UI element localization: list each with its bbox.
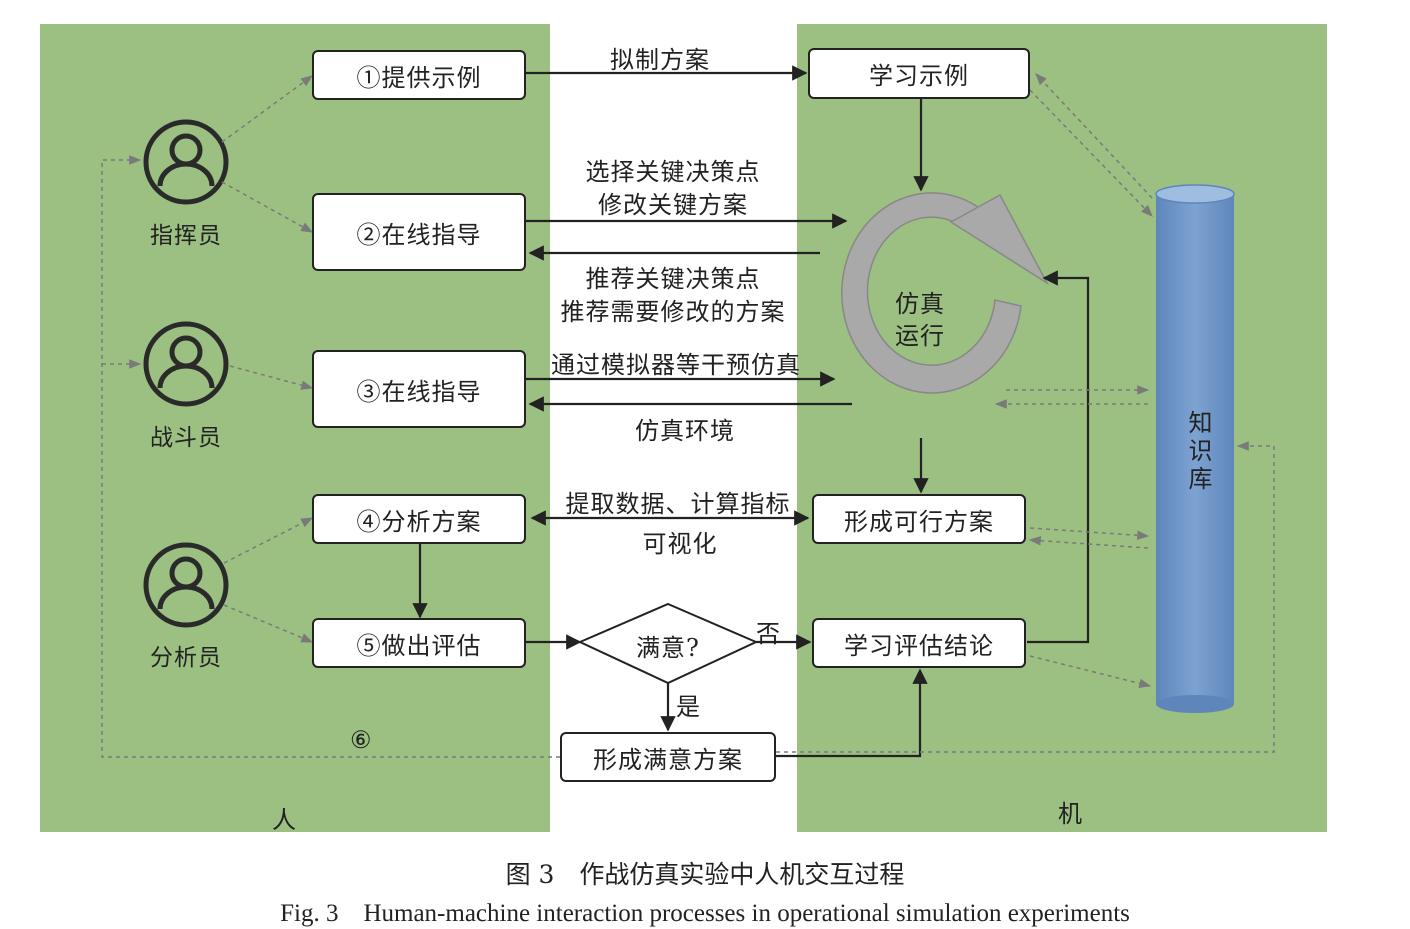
form-feasible-plan-box: 形成可行方案 (812, 494, 1026, 544)
figure-caption-cn: 图 3 作战仿真实验中人机交互过程 (505, 860, 905, 889)
combatant-label: 战斗员 (150, 425, 222, 451)
human-zone (40, 24, 550, 832)
commander-label: 指挥员 (150, 223, 222, 249)
kb-links (776, 73, 1275, 753)
draft-plan-label: 拟制方案 (610, 46, 710, 74)
step4-analyze-plan-box: ④分析方案 (312, 494, 526, 544)
step5-make-evaluation-box: ⑤做出评估 (312, 618, 526, 668)
simulation-environment-label: 仿真环境 (635, 417, 735, 445)
commander-user-icon (143, 119, 229, 205)
analyst-user-icon (143, 542, 229, 628)
step2-online-guidance-box: ②在线指导 (312, 193, 526, 271)
knowledge-base-cylinder (1155, 184, 1235, 713)
machine-zone (797, 24, 1327, 832)
decision-label: 满意? (636, 634, 700, 662)
recommend-modify-plan-label: 推荐需要修改的方案 (560, 298, 786, 326)
combatant-user-icon (143, 321, 229, 407)
no-label: 否 (756, 620, 781, 648)
flow-arrows (412, 65, 1090, 758)
machine-zone-label: 机 (1058, 800, 1083, 828)
figure-caption-en: Fig. 3 Human-machine interaction process… (280, 900, 1130, 927)
human-zone-label: 人 (272, 806, 297, 834)
form-satisfied-plan-box: 形成满意方案 (560, 732, 776, 782)
modify-key-plan-label: 修改关键方案 (598, 191, 748, 219)
extract-data-label: 提取数据、计算指标 (565, 490, 791, 518)
step1-provide-example-box: ①提供示例 (312, 50, 526, 100)
simulation-run-line2: 运行 (895, 322, 945, 350)
simulation-run-line1: 仿真 (895, 290, 945, 318)
step6-label: ⑥ (350, 726, 373, 754)
knowledge-base-label: 知识库 (1184, 410, 1212, 494)
role-links (101, 75, 560, 758)
diagram-canvas (40, 24, 1327, 832)
yes-label: 是 (676, 693, 701, 721)
select-decision-points-label: 选择关键决策点 (585, 158, 761, 186)
step3-online-guidance-box: ③在线指导 (312, 350, 526, 428)
learn-example-box: 学习示例 (808, 48, 1030, 99)
recommend-decision-points-label: 推荐关键决策点 (585, 265, 761, 293)
visualization-label: 可视化 (642, 530, 718, 558)
analyst-label: 分析员 (150, 645, 222, 671)
learn-conclusion-box: 学习评估结论 (812, 618, 1026, 668)
simulation-loop-arrow (841, 192, 1050, 394)
decision-diamond (577, 602, 759, 685)
intervene-simulation-label: 通过模拟器等干预仿真 (551, 351, 801, 379)
